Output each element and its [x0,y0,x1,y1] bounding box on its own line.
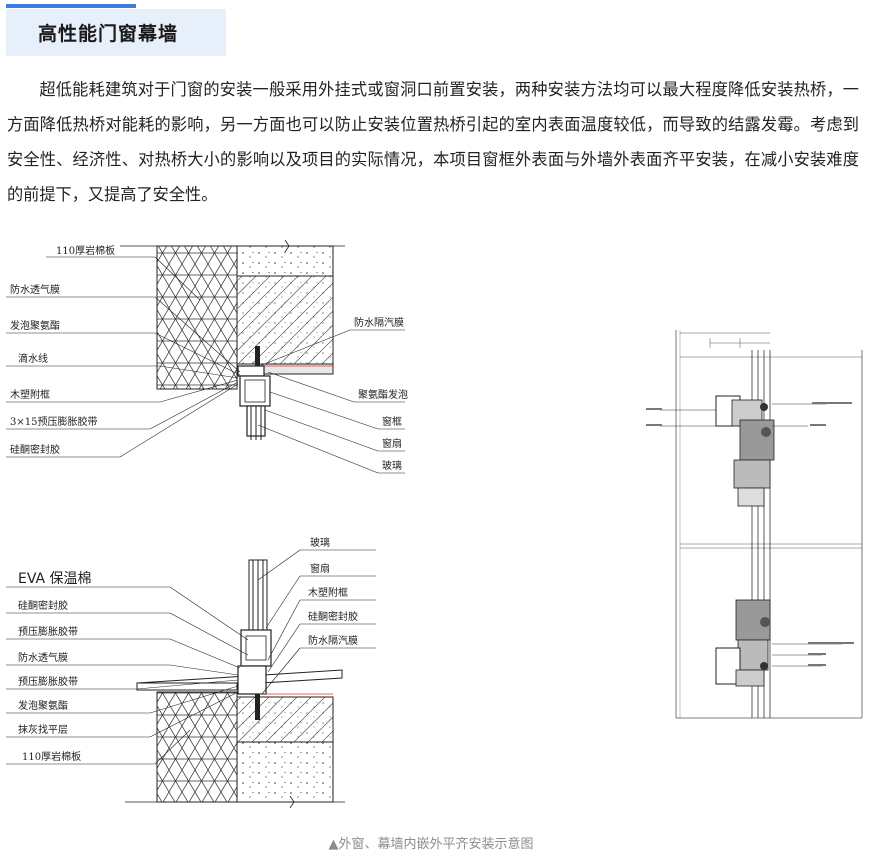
label-rockwool-bottom: 110厚岩棉板 [22,750,81,763]
label-pu-foam-top: 发泡聚氨酯 [10,319,60,332]
label-rockwool-top: 110厚岩棉板 [56,244,115,257]
label-vapor-barrier-top: 防水隔汽膜 [354,316,404,329]
figure-caption: ▲外窗、幕墙内嵌外平齐安装示意图 [328,837,534,852]
label-silicone-right-bottom: 硅酮密封胶 [308,610,358,623]
top-section-drawing [120,239,345,440]
label-eva-insulation: EVA 保温棉 [18,570,92,587]
label-glass-top: 玻璃 [382,459,402,472]
label-glass-bottom: 玻璃 [310,536,330,549]
label-waterproof-membrane-bottom: 防水透气膜 [18,651,68,664]
page-title: 高性能门窗幕墙 [38,23,179,45]
label-window-sash-top: 窗扇 [382,437,402,450]
bottom-right-labels: 玻璃 窗扇 木塑附框 硅酮密封胶 防水隔汽膜 [257,536,376,695]
label-drip-line: 滴水线 [18,352,48,365]
label-tape-3x15: 3×15预压膨胀胶带 [10,415,97,428]
bottom-left-labels: EVA 保温棉 硅酮密封胶 预压膨胀胶带 防水透气膜 预压膨胀胶带 发泡聚氨酯 … [6,570,249,765]
label-tape-bottom-1: 预压膨胀胶带 [18,625,78,638]
section-title: 高性能门窗幕墙 [6,4,226,56]
label-window-frame: 窗框 [382,415,402,428]
body-paragraph: 超低能耗建筑对于门窗的安装一般采用外挂式或窗洞口前置安装，两种安装方法均可以最大… [7,80,859,204]
label-plaster-layer: 抹灰找平层 [18,723,68,736]
label-waterproof-membrane-top: 防水透气膜 [10,283,60,296]
curtain-wall-drawing [646,330,863,719]
bottom-section-drawing [125,559,345,809]
label-window-sash-bottom: 窗扇 [310,562,330,575]
label-tape-bottom-2: 预压膨胀胶带 [18,675,78,688]
top-right-labels: 防水隔汽膜 聚氨酯发泡 窗框 窗扇 玻璃 [257,316,408,474]
title-accent-bar [6,4,136,8]
label-silicone-top: 硅酮密封胶 [10,443,60,456]
label-silicone-bottom: 硅酮密封胶 [18,599,68,612]
label-wpc-subframe-bottom: 木塑附框 [308,586,348,599]
title-background [6,9,226,56]
label-wpc-subframe-top: 木塑附框 [10,388,50,401]
top-left-labels: 110厚岩棉板 防水透气膜 发泡聚氨酯 滴水线 木塑附框 3×15预压膨胀胶带 … [6,244,241,458]
label-pu-foaming: 聚氨酯发泡 [358,388,408,401]
label-pu-foam-bottom: 发泡聚氨酯 [18,699,68,712]
label-vapor-barrier-bottom: 防水隔汽膜 [308,634,358,647]
